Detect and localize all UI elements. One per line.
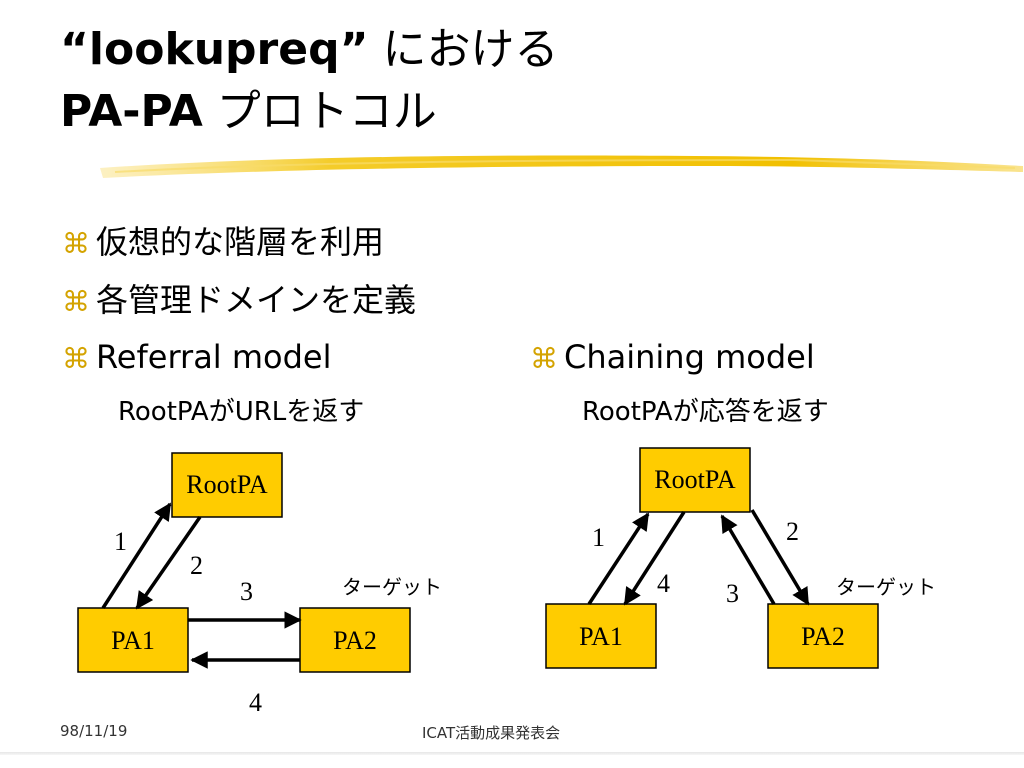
chaining-step-3: 3 bbox=[726, 579, 739, 608]
bullet-text: Chaining model bbox=[564, 338, 815, 376]
title-line-2: PA-PA プロトコル bbox=[60, 84, 437, 140]
referral-arrow-2 bbox=[135, 516, 202, 610]
referral-step-4: 4 bbox=[249, 688, 262, 717]
bullet-admin-domain: ⌘各管理ドメインを定義 bbox=[62, 280, 416, 322]
chaining-arrow-3 bbox=[720, 514, 776, 605]
footer-event: ICAT活動成果発表会 bbox=[422, 724, 561, 742]
referral-pa2-label: PA2 bbox=[333, 626, 377, 655]
chaining-pa2-label: PA2 bbox=[801, 622, 845, 651]
chaining-pa1-box: PA1 bbox=[545, 603, 657, 669]
command-icon: ⌘ bbox=[62, 342, 90, 375]
bullet-text: 各管理ドメインを定義 bbox=[96, 281, 417, 319]
chaining-subtitle: RootPAが応答を返す bbox=[582, 397, 829, 427]
chaining-arrow-2 bbox=[750, 509, 810, 606]
chaining-step-4: 4 bbox=[657, 569, 670, 598]
title-keyword: “lookupreq” bbox=[60, 24, 369, 75]
chaining-step-2: 2 bbox=[786, 517, 799, 546]
footer-rule bbox=[0, 752, 1024, 755]
referral-step-2: 2 bbox=[190, 551, 203, 580]
command-icon: ⌘ bbox=[530, 342, 558, 375]
chaining-arrow-4 bbox=[623, 511, 686, 606]
command-icon: ⌘ bbox=[62, 227, 90, 260]
bullet-text: Referral model bbox=[96, 338, 332, 376]
chaining-pa2-box: PA2 bbox=[767, 603, 879, 669]
title-line-1: “lookupreq” における bbox=[60, 22, 559, 78]
bullet-chaining-model: ⌘Chaining model bbox=[530, 337, 815, 379]
command-icon: ⌘ bbox=[62, 285, 90, 318]
chaining-diagram: RootPA PA1 PA2 1 2 3 4 ターゲット bbox=[545, 447, 936, 669]
referral-step-1: 1 bbox=[114, 527, 127, 556]
chaining-pa1-label: PA1 bbox=[579, 622, 623, 651]
chaining-arrow-1 bbox=[587, 512, 650, 605]
title-jp-1: における bbox=[382, 24, 559, 75]
referral-target-label: ターゲット bbox=[342, 575, 442, 599]
referral-pa2-box: PA2 bbox=[299, 607, 411, 673]
title-jp-2: プロトコル bbox=[216, 86, 437, 137]
referral-root-label: RootPA bbox=[186, 470, 268, 499]
chaining-step-1: 1 bbox=[592, 523, 605, 552]
chaining-root-label: RootPA bbox=[654, 465, 736, 494]
chaining-root-box: RootPA bbox=[639, 447, 751, 513]
referral-subtitle: RootPAがURLを返す bbox=[118, 397, 365, 427]
bullet-text: 仮想的な階層を利用 bbox=[96, 223, 385, 261]
referral-diagram: RootPA PA1 PA2 1 2 3 4 ターゲット bbox=[77, 452, 442, 717]
referral-root-box: RootPA bbox=[171, 452, 283, 518]
title-protocol-name: PA-PA bbox=[60, 86, 203, 137]
title-underline bbox=[100, 155, 1023, 178]
referral-step-3: 3 bbox=[240, 577, 253, 606]
referral-pa1-box: PA1 bbox=[77, 607, 189, 673]
footer-date: 98/11/19 bbox=[60, 722, 128, 740]
chaining-target-label: ターゲット bbox=[836, 575, 936, 599]
bullet-virtual-hierarchy: ⌘仮想的な階層を利用 bbox=[62, 222, 384, 264]
referral-pa1-label: PA1 bbox=[111, 626, 155, 655]
referral-arrow-1 bbox=[101, 502, 172, 609]
bullet-referral-model: ⌘Referral model bbox=[62, 337, 332, 379]
